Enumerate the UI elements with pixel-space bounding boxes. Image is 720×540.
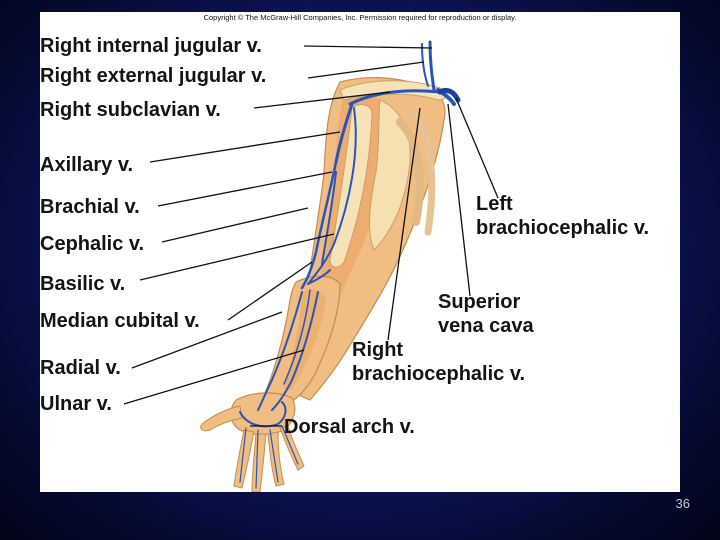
axillary-vein [334,102,354,164]
external-jugular-vein [421,43,429,87]
leader-superior-vena-cava [447,103,471,297]
label-right-internal-jugular: Right internal jugular v. [40,35,262,57]
leader-axillary [149,131,341,163]
label-dorsal-arch: Dorsal arch v. [284,416,415,438]
label-superior-vena-cava: Superior vena cava [438,290,534,338]
leader-left-brachiocephalic [455,97,499,199]
radial-vein [257,291,303,411]
label-median-cubital: Median cubital v. [40,310,200,332]
median-cubital-vein [307,269,331,285]
left-brachiocephalic-junction [437,87,461,103]
arm-anatomy [200,77,447,492]
internal-jugular-vein [428,40,436,92]
label-right-brachiocephalic: Right brachiocephalic v. [352,338,525,386]
label-superior-vena-cava-line2: vena cava [438,315,534,337]
basilic-vein [321,171,337,265]
leader-external-jugular [307,61,425,79]
leader-basilic [139,233,335,281]
label-left-brachiocephalic: Left brachiocephalic v. [476,192,649,240]
leader-radial [131,311,283,369]
cephalic-vein [307,107,357,285]
leader-right-brachiocephalic [387,107,421,341]
digital-veins [239,425,299,489]
label-basilic: Basilic v. [40,273,126,295]
label-ulnar: Ulnar v. [40,393,112,415]
leader-brachial [157,171,333,207]
page-number: 36 [675,496,690,511]
label-left-brachiocephalic-line2: brachiocephalic v. [476,217,650,239]
ulnar-vein [271,291,319,411]
vein-network [239,40,461,489]
leader-internal-jugular [303,45,433,49]
leader-ulnar [123,349,305,405]
label-brachial: Brachial v. [40,196,140,218]
label-right-external-jugular: Right external jugular v. [40,65,267,87]
copyright-notice: Copyright © The McGraw-Hill Companies, I… [203,13,517,22]
label-right-subclavian: Right subclavian v. [40,99,221,121]
label-right-brachiocephalic-line1: Right [352,339,404,361]
label-radial: Radial v. [40,357,121,379]
label-right-brachiocephalic-line2: brachiocephalic v. [352,363,526,385]
leader-median-cubital [227,261,313,321]
leader-subclavian [253,91,391,109]
forearm-median-vein [283,289,311,385]
label-cephalic: Cephalic v. [40,233,145,255]
leader-lines [123,45,499,427]
label-axillary: Axillary v. [40,154,134,176]
arm-vein-illustration [123,40,499,492]
label-left-brachiocephalic-line1: Left [476,193,513,215]
slide-panel: Copyright © The McGraw-Hill Companies, I… [40,12,680,492]
dorsal-arch-vein [239,401,287,428]
leader-cephalic [161,207,309,243]
label-superior-vena-cava-line1: Superior [438,291,521,313]
brachial-vein [300,160,338,290]
